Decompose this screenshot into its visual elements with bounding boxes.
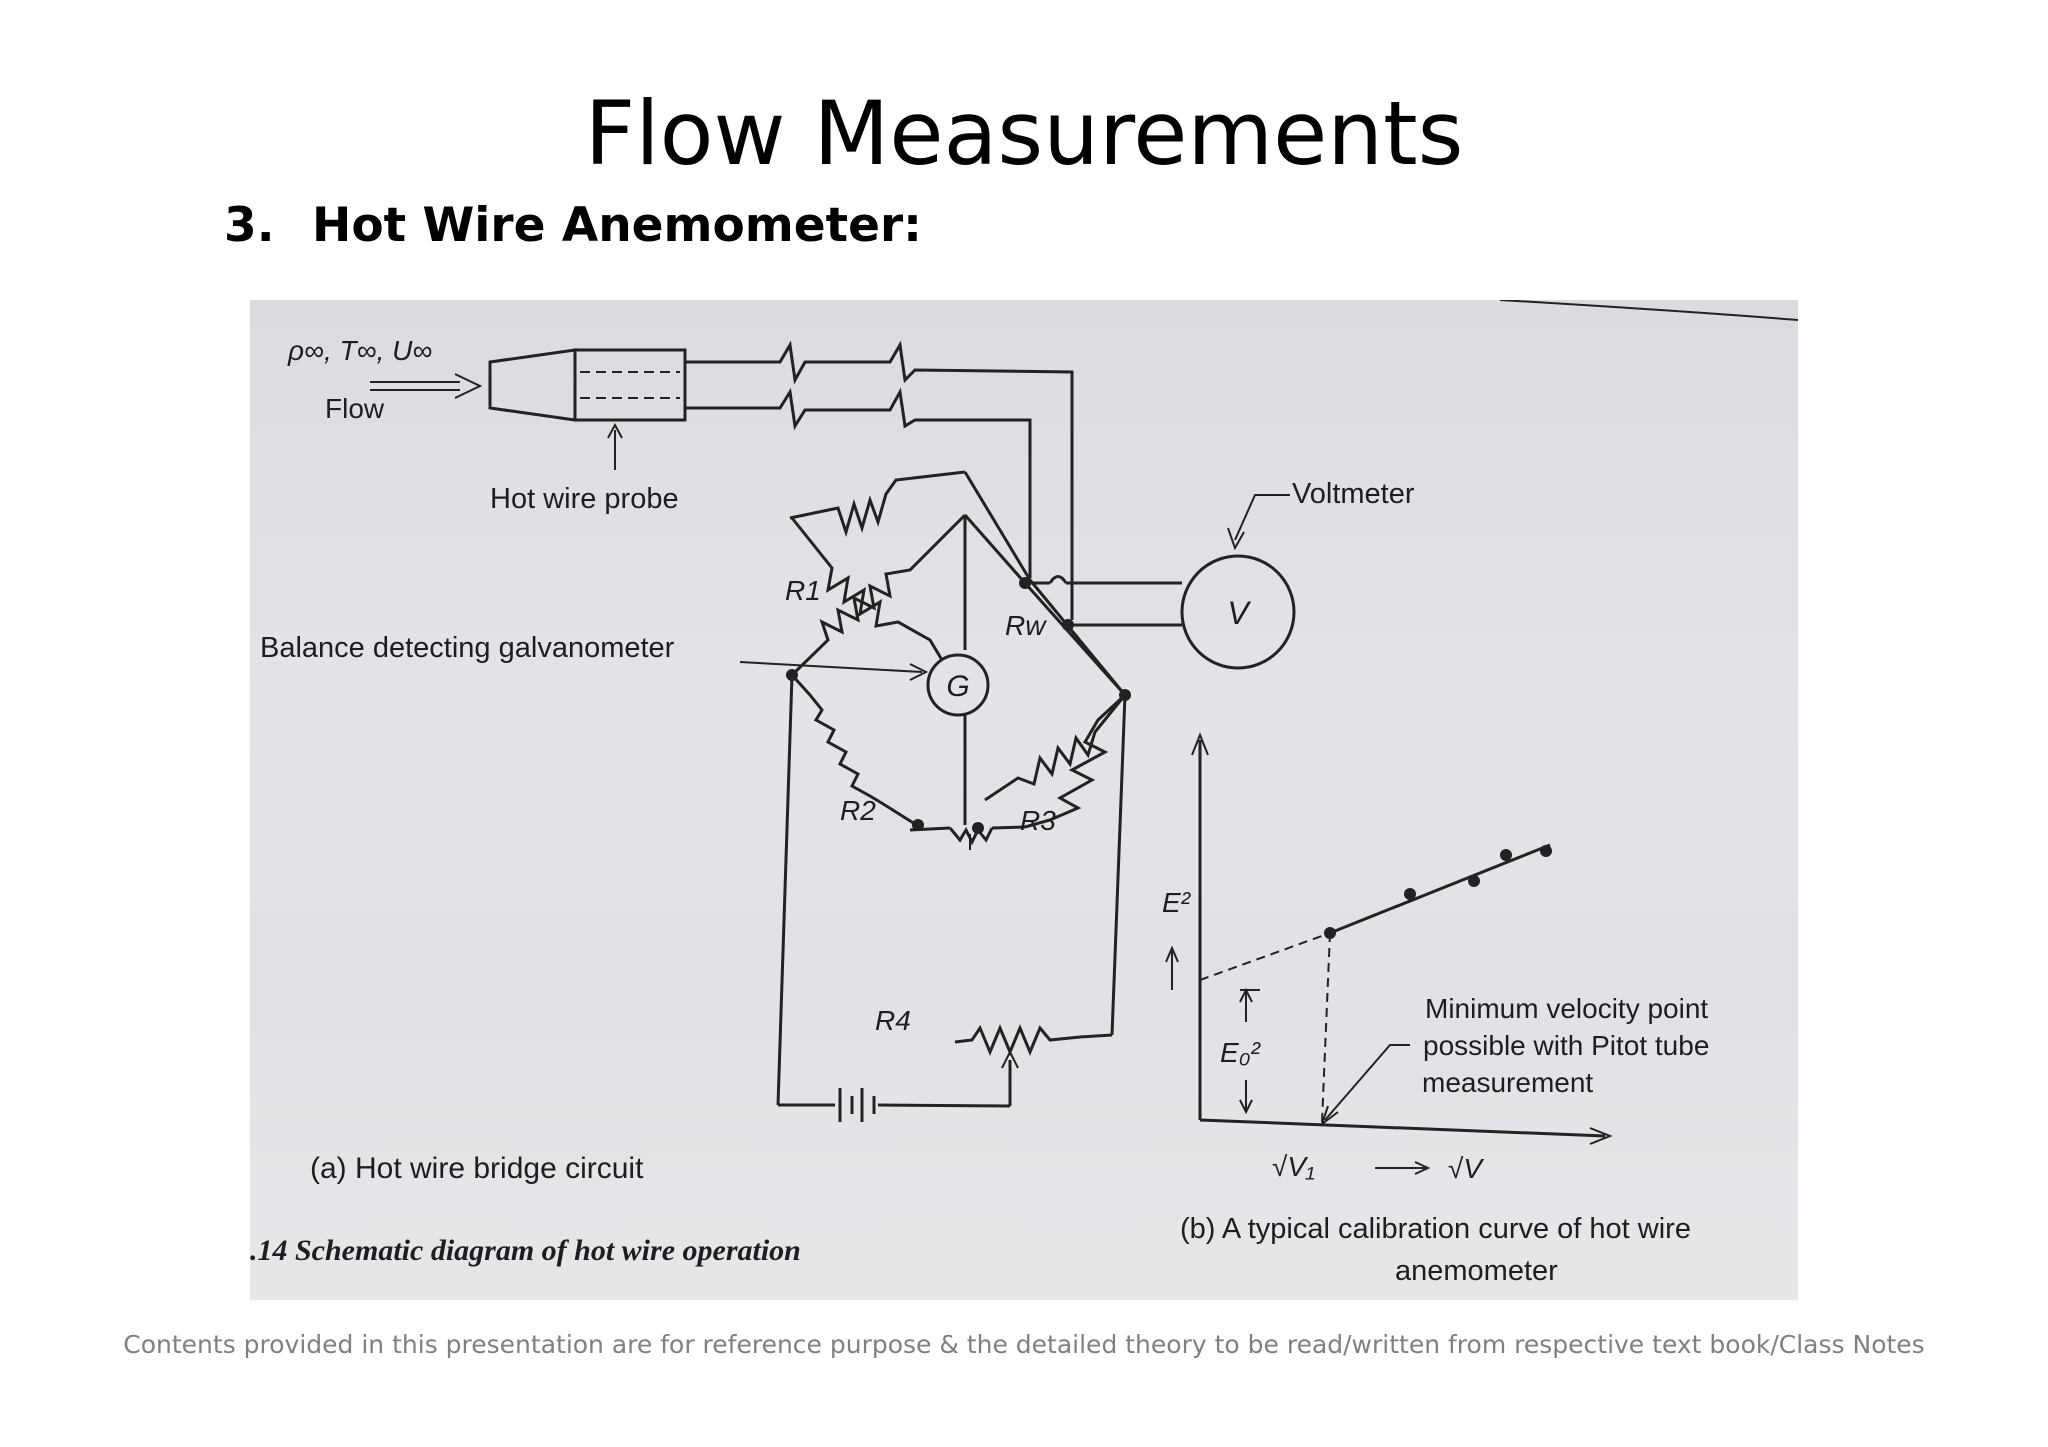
- voltmeter-label: Voltmeter: [1292, 478, 1415, 510]
- section-title: Hot Wire Anemometer:: [312, 198, 922, 253]
- y-axis-label: E²: [1162, 887, 1192, 918]
- page-edge-line: [1499, 300, 1798, 321]
- slide-title: Flow Measurements: [584, 82, 1464, 185]
- r1-label: R1: [785, 575, 821, 606]
- calibration-graph: [1165, 732, 1613, 1175]
- section-heading: 3. Hot Wire Anemometer:: [224, 198, 922, 253]
- flow-label: Flow: [325, 393, 385, 424]
- min-velocity-note-1: Minimum velocity point: [1425, 993, 1708, 1024]
- data-point: [1500, 849, 1512, 861]
- footer-note: Contents provided in this presentation a…: [123, 1330, 1925, 1359]
- bridge-edges: [776, 513, 1127, 1122]
- voltmeter: V: [1025, 494, 1296, 670]
- hot-wire-probe: [488, 348, 687, 470]
- bridge-circuit: [789, 470, 1127, 850]
- caption-b-1: (b) A typical calibration curve of hot w…: [1180, 1213, 1691, 1245]
- data-point: [1540, 845, 1552, 857]
- flow-arrow: [370, 373, 483, 399]
- data-point: [1324, 927, 1336, 939]
- x-axis-label: √V: [1448, 1153, 1484, 1184]
- left-node-dot: [786, 669, 798, 681]
- diagram-photo: ρ∞, T∞, U∞ Flow Hot wire probe: [250, 300, 1798, 1300]
- rw-label: Rw: [1005, 610, 1047, 641]
- galvanometer-label: Balance detecting galvanometer: [260, 632, 675, 664]
- min-velocity-note-3: measurement: [1422, 1067, 1593, 1098]
- r3-label: R3: [1020, 805, 1056, 836]
- x-axis: [1199, 1118, 1606, 1138]
- figure-caption: .14 Schematic diagram of hot wire operat…: [250, 1234, 801, 1267]
- calibration-line: [1329, 843, 1551, 935]
- data-point: [1468, 875, 1480, 887]
- galvanometer-symbol: G: [946, 670, 969, 703]
- voltmeter-symbol: V: [1227, 595, 1251, 631]
- node-dot: [972, 822, 984, 834]
- galvanometer: G: [739, 653, 990, 717]
- right-node-dot: [1119, 689, 1131, 701]
- x-v1-label: √V₁: [1272, 1151, 1315, 1182]
- inflow-parameters: ρ∞, T∞, U∞: [287, 335, 432, 366]
- caption-b-2: anemometer: [1395, 1255, 1558, 1287]
- r4-label: R4: [875, 1005, 911, 1036]
- probe-leads: [685, 340, 1074, 620]
- caption-a: (a) Hot wire bridge circuit: [310, 1152, 644, 1185]
- probe-label: Hot wire probe: [490, 483, 679, 515]
- section-number: 3.: [224, 198, 275, 253]
- r2-label: R2: [840, 795, 876, 826]
- node-dot: [912, 819, 924, 831]
- hot-wire-diagram: ρ∞, T∞, U∞ Flow Hot wire probe: [250, 300, 1798, 1287]
- intercept-label: E₀²: [1220, 1037, 1261, 1068]
- data-point: [1404, 888, 1416, 900]
- min-velocity-note-2: possible with Pitot tube: [1423, 1030, 1709, 1061]
- extrapolated-line: [1199, 932, 1331, 981]
